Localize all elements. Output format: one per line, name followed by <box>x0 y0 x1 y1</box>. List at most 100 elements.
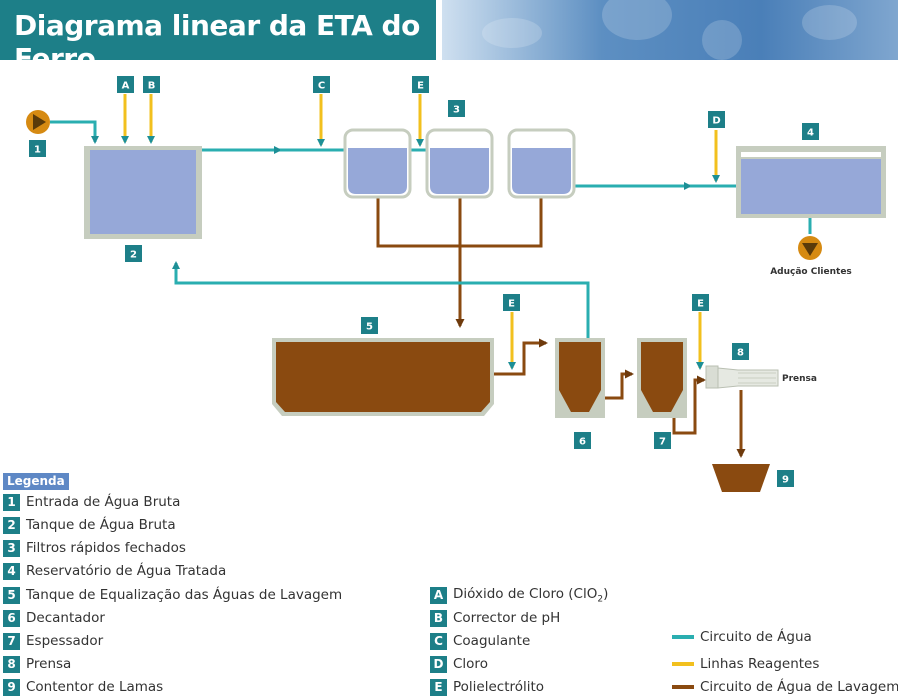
badge-b-label: B <box>148 81 156 92</box>
press-icon <box>705 365 779 389</box>
legend-reagent-text: Coagulante <box>453 633 531 649</box>
badge-8: 8 <box>732 343 749 360</box>
legend-item-number: 3 <box>3 539 20 557</box>
legend-item-number: 6 <box>3 609 20 627</box>
legend-reagent-letter: C <box>430 632 447 650</box>
raw-water-tank <box>84 146 202 239</box>
badge-e-decanter: E <box>503 294 520 311</box>
legend-item: 8 Prensa <box>3 654 71 674</box>
badge-e-press: E <box>692 294 709 311</box>
badge-d: D <box>708 111 725 128</box>
legend-item: 6 Decantador <box>3 608 105 628</box>
legend-line-text: Circuito de Água de Lavagem <box>700 679 898 695</box>
page-title: Diagrama linear da ETA do Ferro <box>14 9 420 60</box>
pressure-filter-1 <box>343 128 412 199</box>
header-banner: Diagrama linear da ETA do Ferro <box>0 0 898 60</box>
wash-line-to-press <box>672 375 706 435</box>
legend-item-number: 8 <box>3 655 20 673</box>
badge-7-label: 7 <box>659 437 666 448</box>
client-outlet-pump-icon <box>798 236 822 260</box>
legend-item-number: 4 <box>3 562 20 580</box>
legend-item: 5 Tanque de Equalização das Águas de Lav… <box>3 585 342 605</box>
title-bar: Diagrama linear da ETA do Ferro <box>0 0 442 60</box>
legend-item-text: Tanque de Equalização das Águas de Lavag… <box>26 587 343 603</box>
legend-reagent: B Corrector de pH <box>430 608 560 628</box>
legend-reagent-text: Corrector de pH <box>453 610 561 626</box>
badge-c-label: C <box>318 81 325 92</box>
badge-5: 5 <box>361 317 378 334</box>
legend-item-number: 2 <box>3 516 20 534</box>
legend-reagent: A Dióxido de Cloro (ClO2) <box>430 585 608 605</box>
badge-c: C <box>313 76 330 93</box>
legend-item-number: 1 <box>3 493 20 511</box>
legend-item-text: Prensa <box>26 656 72 672</box>
badge-2: 2 <box>125 245 142 262</box>
press-label: Prensa <box>782 374 817 384</box>
sludge-container <box>712 464 770 492</box>
wash-line-to-decanter <box>492 338 548 376</box>
badge-7: 7 <box>654 432 671 449</box>
badge-6-label: 6 <box>579 437 586 448</box>
legend-line-water: Circuito de Água <box>672 627 812 647</box>
water-line-inlet <box>50 120 99 144</box>
badge-a: A <box>117 76 134 93</box>
treated-water-reservoir <box>736 146 886 218</box>
legend-reagent-letter: A <box>430 586 447 604</box>
pressure-filter-2 <box>425 128 494 199</box>
reagent-line-swatch <box>672 662 694 666</box>
legend-item-number: 7 <box>3 632 20 650</box>
badge-4-label: 4 <box>807 128 814 139</box>
legend-line-text: Circuito de Água <box>700 629 812 645</box>
badge-1: 1 <box>29 140 46 157</box>
badge-5-label: 5 <box>366 322 373 333</box>
badge-9: 9 <box>777 470 794 487</box>
legend-item: 2 Tanque de Água Bruta <box>3 515 176 535</box>
legend-line-wash: Circuito de Água de Lavagem <box>672 677 898 697</box>
badge-e-decanter-label: E <box>508 299 515 310</box>
legend-line-text: Linhas Reagentes <box>700 656 820 672</box>
legend-item-number: 9 <box>3 678 20 696</box>
wash-water-circuit <box>376 196 746 458</box>
legend-item: 4 Reservatório de Água Tratada <box>3 561 226 581</box>
legend-item-text: Filtros rápidos fechados <box>26 540 186 556</box>
legend-item-text: Tanque de Água Bruta <box>26 517 176 533</box>
legend-item-text: Entrada de Água Bruta <box>26 494 181 510</box>
legend-line-reagents: Linhas Reagentes <box>672 654 819 674</box>
badge-8-label: 8 <box>737 348 744 359</box>
legend-item-text: Decantador <box>26 610 105 626</box>
legend-reagent: E Polielectrólito <box>430 677 544 697</box>
legend-reagent-text: Polielectrólito <box>453 679 545 695</box>
client-supply-label: Adução Clientes <box>770 267 852 277</box>
water-circuit <box>50 120 812 344</box>
legend-reagent-text: Dióxido de Cloro (ClO2) <box>453 585 609 605</box>
inlet-pump-icon <box>26 110 50 134</box>
decanter <box>555 338 605 418</box>
legend-reagent-letter: B <box>430 609 447 627</box>
legend-item-text: Reservatório de Água Tratada <box>26 563 227 579</box>
badge-3-label: 3 <box>453 105 460 116</box>
legend-item-text: Espessador <box>26 633 104 649</box>
badge-e-filters: E <box>412 76 429 93</box>
badge-e-filters-label: E <box>417 81 424 92</box>
legend-title: Legenda <box>3 473 69 490</box>
badge-e-press-label: E <box>697 299 704 310</box>
wash-line-to-thickener <box>604 369 634 400</box>
legend-item: 3 Filtros rápidos fechados <box>3 538 186 558</box>
water-line-swatch <box>672 635 694 639</box>
legend-reagent-letter: D <box>430 655 447 673</box>
legend-item-text: Contentor de Lamas <box>26 679 164 695</box>
badge-3: 3 <box>448 100 465 117</box>
badge-2-label: 2 <box>130 250 137 261</box>
legend-item: 9 Contentor de Lamas <box>3 677 163 697</box>
badge-4: 4 <box>802 123 819 140</box>
wash-line-swatch <box>672 685 694 689</box>
thickener <box>637 338 687 418</box>
header-decorative-image <box>442 0 898 60</box>
badge-a-label: A <box>122 81 130 92</box>
badge-6: 6 <box>574 432 591 449</box>
reagent-lines <box>121 94 720 370</box>
legend-reagent-text: Cloro <box>453 656 488 672</box>
badge-1-label: 1 <box>34 145 41 156</box>
legend-reagent-letter: E <box>430 678 447 696</box>
